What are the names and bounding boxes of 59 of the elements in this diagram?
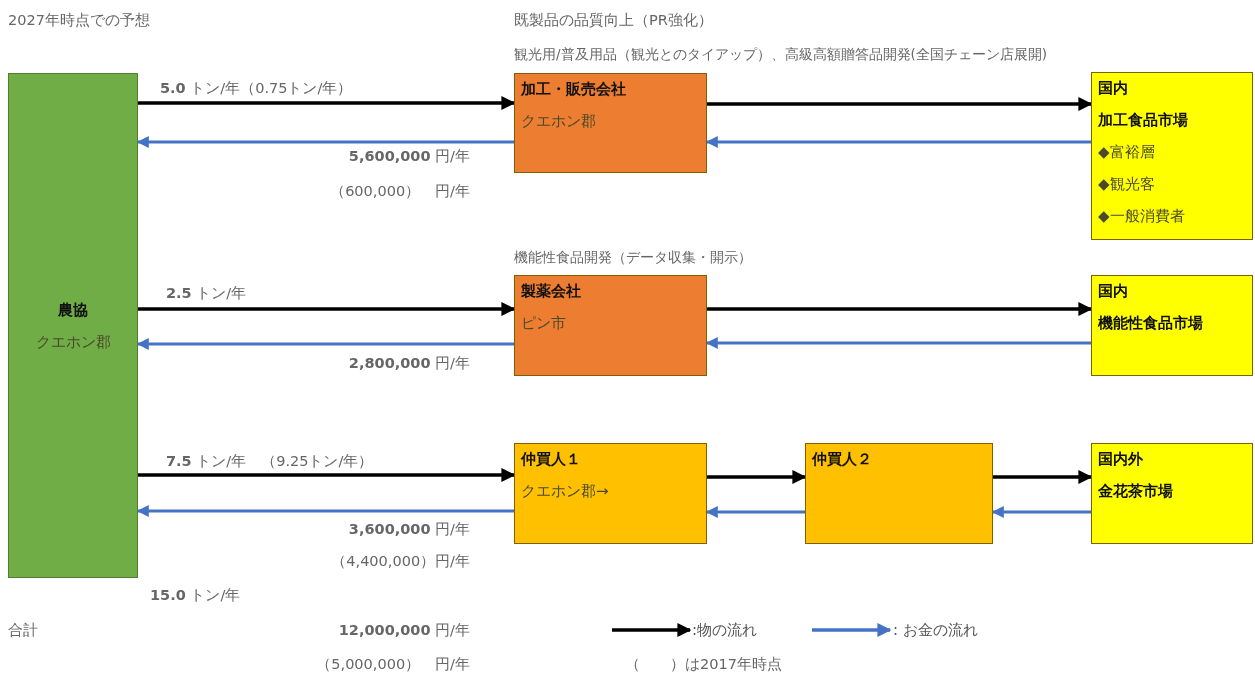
arrow	[138, 468, 516, 482]
node-title: 加工・販売会社	[521, 79, 626, 100]
arrow	[705, 337, 1091, 349]
node-text: ピン市	[521, 313, 566, 334]
volume-label: 2.5 トン/年	[166, 284, 247, 303]
amount-label: 2,800,000 円/年	[348, 354, 470, 373]
organization-box	[805, 443, 993, 544]
node-text: 金花茶市場	[1098, 481, 1173, 502]
arrow	[991, 506, 1091, 518]
node-text: ◆一般消費者	[1098, 206, 1185, 227]
note-text: 合計	[8, 621, 38, 640]
organization-box	[514, 73, 707, 173]
node-text: ◆観光客	[1098, 174, 1155, 195]
arrow	[707, 97, 1093, 111]
note-text: 既製品の品質向上（PR強化）	[514, 11, 713, 30]
arrow	[707, 302, 1093, 316]
volume-label: 5.0 トン/年（0.75トン/年）	[160, 79, 353, 98]
node-text: 加工食品市場	[1098, 110, 1188, 131]
note-text: 2027年時点での予想	[8, 11, 150, 30]
node-title: 製薬会社	[521, 281, 581, 302]
arrow	[705, 506, 805, 518]
note-text: 観光用/普及用品（観光とのタイアップ）、高級高額贈答品開発(全国チェーン店展開)	[514, 45, 1048, 64]
volume-label: 7.5 トン/年 （9.25トン/年）	[166, 452, 374, 471]
market-box	[1091, 72, 1253, 240]
arrow	[136, 505, 514, 517]
legend-text: : お金の流れ	[893, 620, 978, 640]
arrow	[138, 96, 516, 110]
note-text: （5,000,000） 円/年	[316, 655, 470, 674]
note-text: （ ）は2017年時点	[625, 655, 782, 674]
note-text: （600,000） 円/年	[330, 182, 470, 201]
note-text: 15.0 トン/年	[150, 586, 241, 605]
amount-label: 3,600,000 円/年	[348, 520, 470, 539]
amount-label: 5,600,000 円/年	[348, 147, 470, 166]
node-title: 国内	[1098, 281, 1128, 302]
note-text: 機能性食品開発（データ収集・開示）	[514, 248, 752, 267]
arrow	[707, 470, 807, 484]
market-box	[1091, 443, 1253, 544]
node-title: 仲買人２	[812, 449, 872, 470]
node-title: 国内	[1098, 78, 1128, 99]
node-text: 機能性食品市場	[1098, 313, 1203, 334]
node-text: クエホン郡	[521, 111, 596, 132]
arrow	[136, 136, 514, 148]
legend-text: :物の流れ	[692, 620, 758, 640]
arrow	[705, 136, 1091, 148]
note-text: 12,000,000 円/年	[338, 621, 470, 640]
organization-box	[514, 443, 707, 544]
node-title: 国内外	[1098, 449, 1143, 470]
node-title: 農協	[58, 299, 88, 321]
node-title: 仲買人１	[521, 449, 581, 470]
organization-box	[8, 73, 138, 578]
market-box	[1091, 275, 1253, 376]
node-text: ◆富裕層	[1098, 142, 1155, 163]
organization-box	[514, 275, 707, 376]
arrow	[136, 338, 514, 350]
note-text: （4,400,000）円/年	[331, 552, 470, 571]
arrow	[993, 470, 1093, 484]
arrow	[138, 302, 516, 316]
node-text: クエホン郡	[35, 331, 111, 353]
node-text: クエホン郡→	[521, 481, 609, 502]
